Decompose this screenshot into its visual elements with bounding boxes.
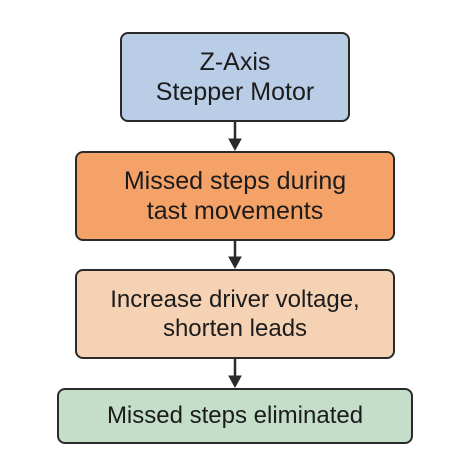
node-missed-steps: Missed steps during tast movements — [75, 151, 395, 241]
node-increase-driver-voltage: Increase driver voltage, shorten leads — [75, 269, 395, 359]
node-z-axis-stepper-motor: Z-Axis Stepper Motor — [120, 32, 350, 122]
node-1-line-1: Z-Axis — [199, 47, 271, 76]
arrowhead-1-to-2 — [228, 138, 242, 152]
arrowhead-3-to-4 — [228, 375, 242, 389]
node-missed-steps-eliminated: Missed steps eliminated — [57, 388, 413, 444]
node-2-line-2: tast movements — [146, 197, 324, 225]
node-3-line-2: shorten leads — [162, 315, 308, 342]
node-1-line-2: Stepper Motor — [155, 78, 315, 106]
node-4-line-1: Missed steps eliminated — [106, 402, 364, 430]
arrowhead-2-to-3 — [228, 256, 242, 270]
node-2-line-1: Missed steps during — [123, 166, 347, 195]
node-3-line-1: Increase driver voltage, — [110, 285, 360, 313]
